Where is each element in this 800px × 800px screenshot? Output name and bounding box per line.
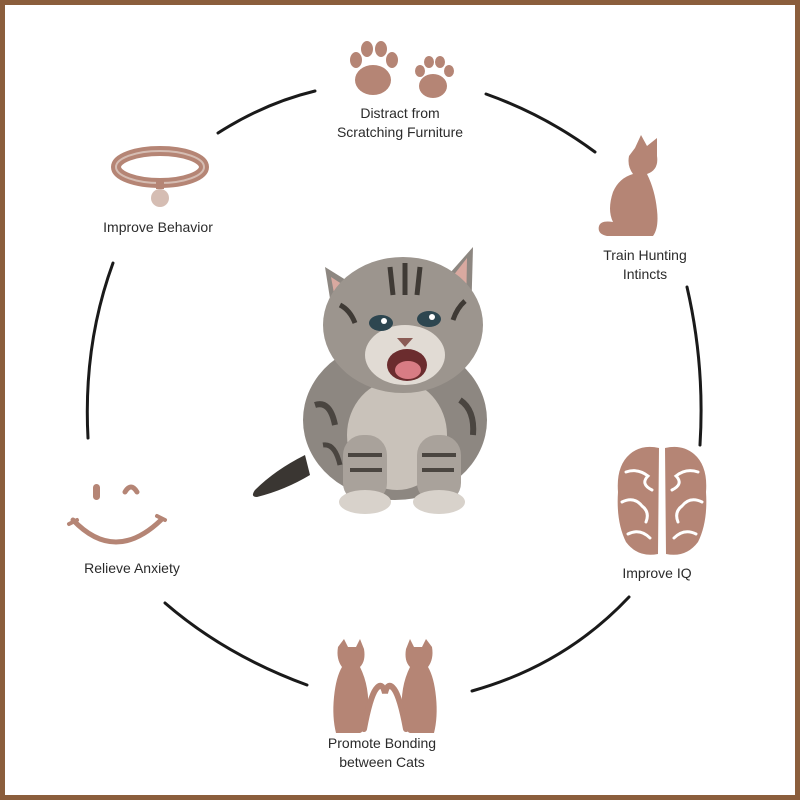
ring-segment	[85, 261, 115, 440]
benefit-label-distract: Distract from Scratching Furniture	[336, 105, 464, 140]
benefit-label-bonding: Promote Bonding between Cats	[327, 735, 437, 770]
kitten-photo	[252, 247, 487, 514]
benefit-label-iq: Improve IQ	[622, 565, 692, 581]
ring-segment	[163, 601, 309, 687]
two-cats-heart-icon	[333, 639, 437, 733]
ring-segment	[484, 92, 597, 154]
sitting-cat-icon	[598, 135, 658, 236]
ring-segment	[685, 285, 703, 447]
cat-collar-icon	[111, 146, 209, 207]
benefit-label-behavior: Improve Behavior	[103, 219, 213, 235]
ring-segment	[470, 595, 631, 693]
brain-icon	[617, 446, 707, 555]
wink-smile-icon	[67, 484, 167, 545]
cycle-ring	[85, 89, 703, 693]
ring-segment	[216, 89, 317, 135]
benefit-label-hunting: Train Hunting Intincts	[603, 247, 687, 282]
paw-prints-icon	[350, 41, 454, 98]
benefit-label-anxiety: Relieve Anxiety	[84, 560, 180, 576]
